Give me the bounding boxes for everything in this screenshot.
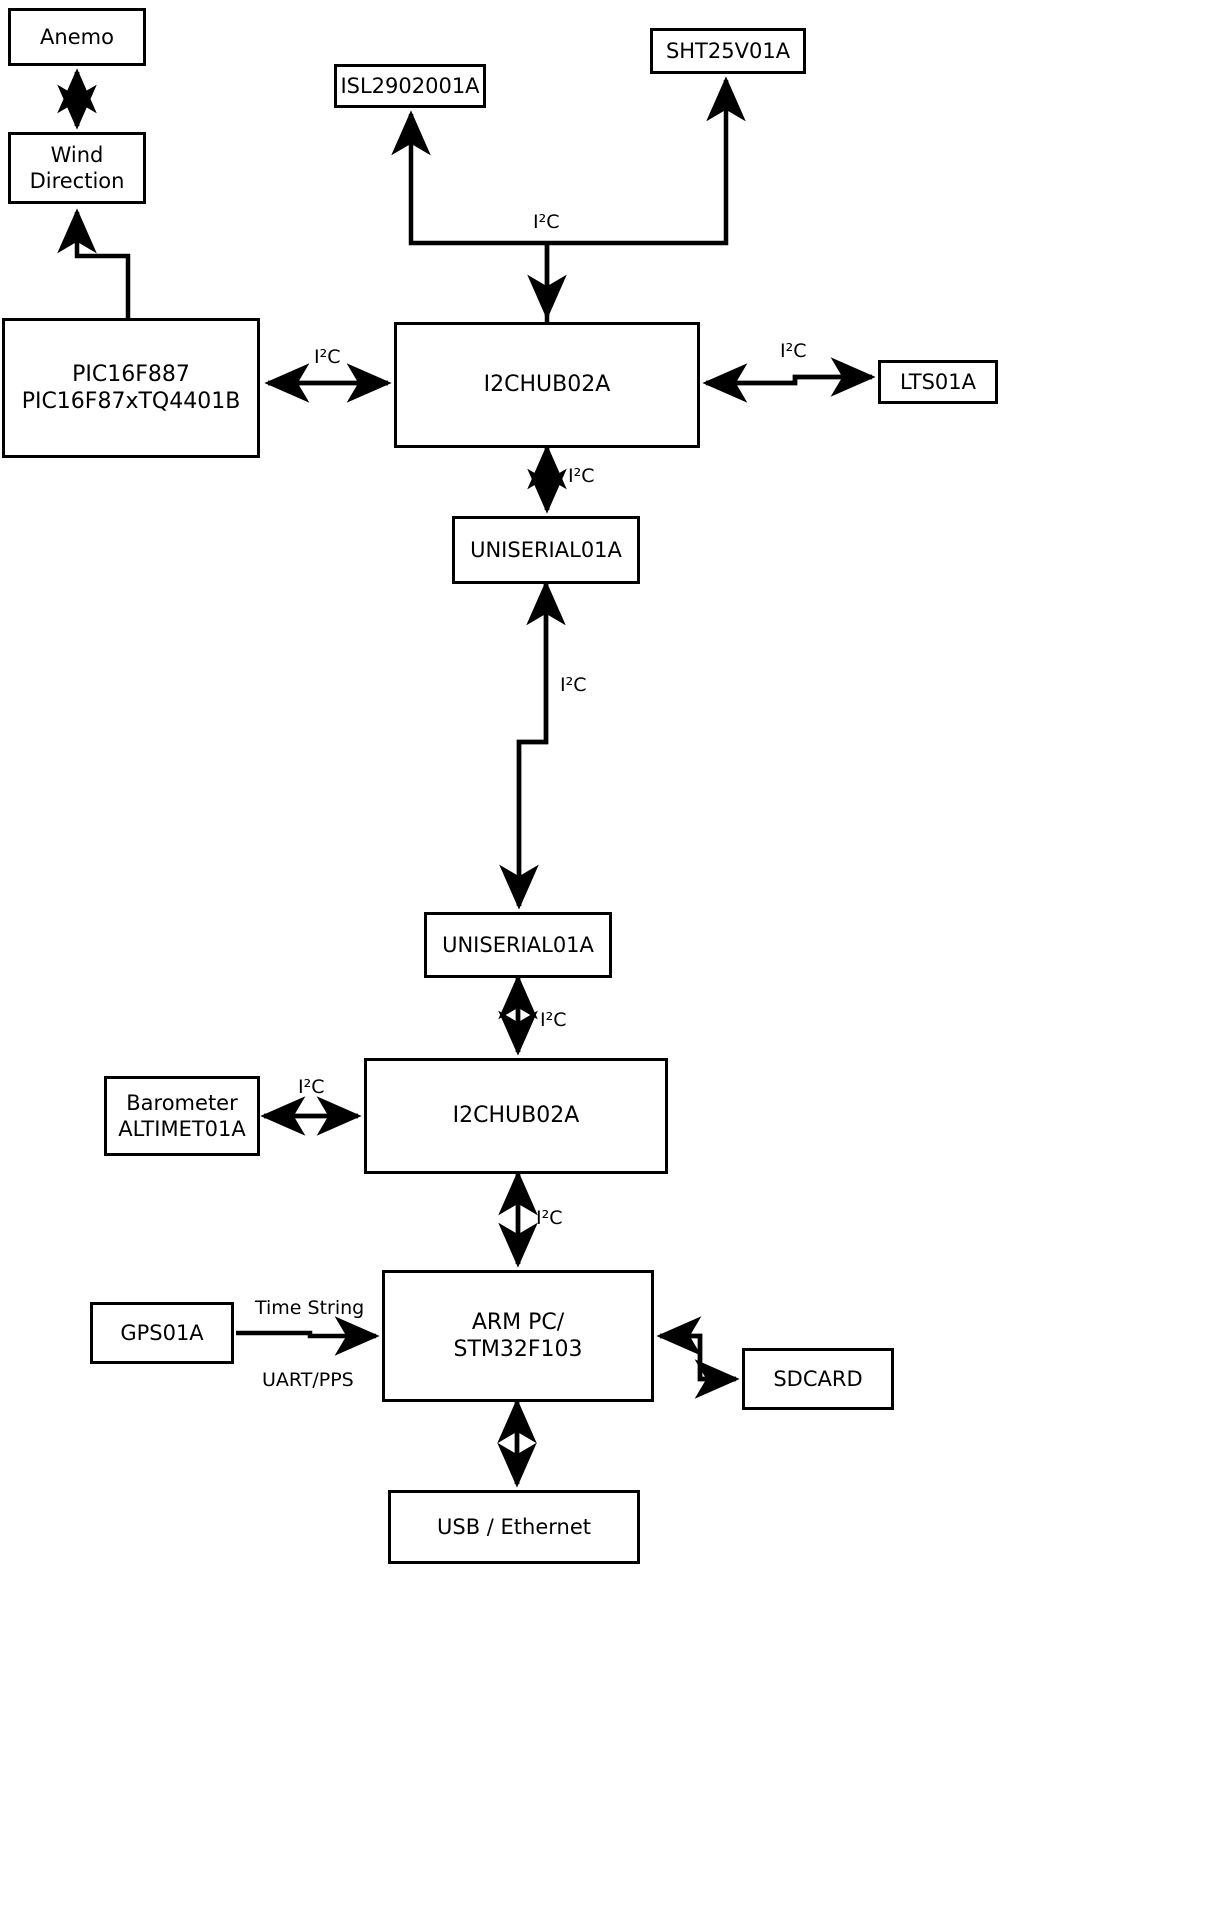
node-uniserial01a-upper[interactable]: UNISERIAL01A xyxy=(452,516,640,584)
node-uniserial01a-upper-label: UNISERIAL01A xyxy=(470,537,622,562)
connector-uniserial1-down xyxy=(499,584,549,910)
node-i2chub02a-top-label: I2CHUB02A xyxy=(483,372,611,398)
node-sht25v01a[interactable]: SHT25V01A xyxy=(650,28,806,74)
node-uniserial01a-lower-label: UNISERIAL01A xyxy=(442,932,594,957)
edge-label-i2c-uniserial-link: I²C xyxy=(560,674,587,696)
node-anemo-label: Anemo xyxy=(40,24,114,49)
node-usb-ethernet[interactable]: USB / Ethernet xyxy=(388,1490,640,1564)
connector-sdcard-arm xyxy=(656,1316,736,1382)
connector-hub-lts-right xyxy=(706,357,876,397)
edge-label-i2c-hub-lts: I²C xyxy=(780,340,807,362)
node-lts01a-label: LTS01A xyxy=(899,369,977,394)
edge-label-i2c-top-bus: I²C xyxy=(533,211,560,233)
edge-label-i2c-pic-hub: I²C xyxy=(314,346,341,368)
node-barometer-altimet01a-label: Barometer ALTIMET01A xyxy=(118,1090,246,1141)
edge-label-time-string: Time String xyxy=(255,1297,365,1319)
node-gps01a[interactable]: GPS01A xyxy=(90,1302,234,1364)
edge-label-uart-pps: UART/PPS xyxy=(262,1369,354,1391)
connector-arm-sdcard xyxy=(660,1333,740,1399)
connector-bus-isl xyxy=(391,110,547,246)
edge-label-i2c-hub-uniserial: I²C xyxy=(568,465,595,487)
node-wind-direction-label: Wind Direction xyxy=(29,142,125,193)
node-i2chub02a-bottom[interactable]: I2CHUB02A xyxy=(364,1058,668,1174)
node-gps01a-label: GPS01A xyxy=(120,1320,204,1345)
edge-label-i2c-barometer-hub: I²C xyxy=(298,1076,325,1098)
node-barometer-altimet01a[interactable]: Barometer ALTIMET01A xyxy=(104,1076,260,1156)
node-wind-direction[interactable]: Wind Direction xyxy=(8,132,146,204)
connector-pic-wind xyxy=(57,208,131,318)
connector-gps-arm xyxy=(236,1316,380,1356)
node-pic16f887-label: PIC16F887 PIC16F87xTQ4401B xyxy=(21,361,241,415)
node-pic16f887[interactable]: PIC16F887 PIC16F87xTQ4401B xyxy=(2,318,260,458)
node-sdcard[interactable]: SDCARD xyxy=(742,1348,894,1410)
node-sht25v01a-label: SHT25V01A xyxy=(665,38,791,63)
node-arm-pc-stm32f103[interactable]: ARM PC/ STM32F103 xyxy=(382,1270,654,1402)
connector-bus-sht xyxy=(547,76,746,246)
node-sdcard-label: SDCARD xyxy=(773,1366,863,1391)
node-i2chub02a-top[interactable]: I2CHUB02A xyxy=(394,322,700,448)
node-anemo[interactable]: Anemo xyxy=(8,8,146,66)
node-arm-pc-stm32f103-label: ARM PC/ STM32F103 xyxy=(453,1309,583,1363)
connector-lts-hub-left xyxy=(702,363,872,403)
node-usb-ethernet-label: USB / Ethernet xyxy=(437,1514,591,1539)
edge-label-i2c-uniserial2-hub: I²C xyxy=(540,1009,567,1031)
node-isl2902001a-label: ISL2902001A xyxy=(340,73,480,98)
edge-label-i2c-hub-arm: I²C xyxy=(536,1207,563,1229)
node-uniserial01a-lower[interactable]: UNISERIAL01A xyxy=(424,912,612,978)
connector-uniserial2-up xyxy=(516,580,566,906)
node-lts01a[interactable]: LTS01A xyxy=(878,360,998,404)
node-i2chub02a-bottom-label: I2CHUB02A xyxy=(452,1103,580,1129)
node-isl2902001a[interactable]: ISL2902001A xyxy=(334,64,486,108)
